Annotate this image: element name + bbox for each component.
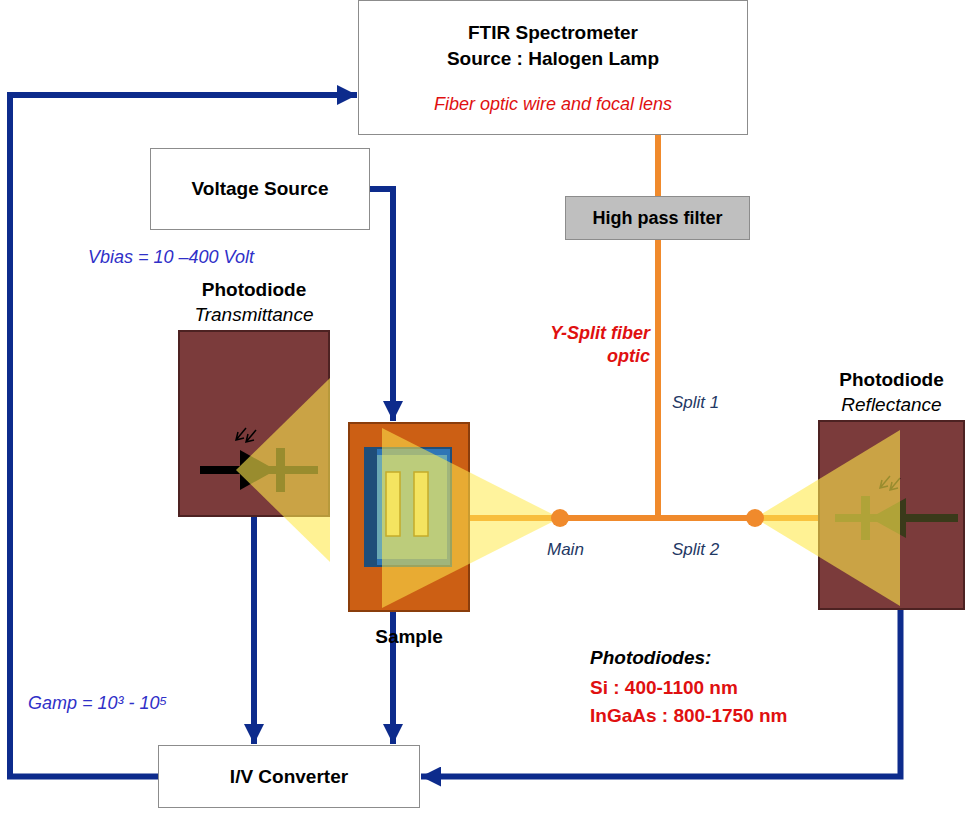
substrate (365, 448, 451, 566)
diode-symbol (200, 428, 318, 492)
node-content: FTIR SpectrometerSource : Halogen LampFi… (359, 1, 747, 134)
light-cone (755, 430, 900, 606)
optical-fiber (658, 240, 818, 518)
legend-heading: Photodiodes: (590, 647, 711, 669)
diode-lead (835, 514, 958, 522)
signal-wire (421, 610, 901, 777)
converter-box: I/V Converter (158, 745, 420, 808)
diode-symbol (835, 476, 958, 540)
node-text: Reflectance (839, 392, 943, 418)
node-heading: PhotodiodeTransmittance (195, 277, 314, 328)
light-cone (382, 428, 560, 608)
fiber-label: Y-Split fiber optic (536, 322, 652, 369)
node-content: I/V Converter (159, 746, 419, 807)
node-text: Fiber optic wire and focal lens (434, 94, 672, 115)
diode-bar (276, 448, 285, 492)
substrate-edge (365, 448, 377, 566)
filter-box: High pass filter (565, 196, 750, 240)
node-content: High pass filter (566, 197, 749, 239)
range-label: Si : 400-1100 nm (590, 677, 738, 699)
range-label: InGaAs : 800-1750 nm (590, 705, 787, 727)
optical-fiber (470, 240, 658, 518)
bias-label: Vbias = 10 –400 Volt (88, 247, 254, 268)
electrode (414, 472, 428, 536)
node-text: Photodiode (839, 367, 943, 393)
port-label: Split 2 (672, 540, 719, 560)
fiber-end (551, 509, 569, 527)
port-label: Split 1 (672, 393, 719, 413)
node-text: High pass filter (592, 208, 722, 229)
node-text: Sample (375, 624, 443, 650)
node-text: Transmittance (195, 302, 314, 328)
node-text: FTIR Spectrometer (468, 20, 638, 46)
node-text: Photodiode (195, 277, 314, 303)
light-arrows (236, 428, 256, 442)
sample-holder: Sample (348, 422, 470, 612)
node-heading: PhotodiodeReflectance (839, 367, 943, 418)
node-content: Voltage Source (151, 149, 369, 229)
signal-wire (251, 517, 257, 744)
light-arrows (880, 476, 900, 490)
light-cone (236, 378, 330, 562)
photodiode-box: PhotodiodeTransmittance (178, 330, 330, 517)
source-box: Voltage Source (150, 148, 370, 230)
sample-chip (365, 448, 451, 566)
diode-triangle (240, 450, 276, 490)
node-text: Source : Halogen Lamp (447, 46, 659, 72)
diode-lead (200, 466, 318, 474)
node-heading: Sample (375, 624, 443, 650)
signal-wire (370, 189, 393, 421)
diode-triangle (870, 498, 906, 538)
film (377, 455, 447, 559)
port-label: Main (547, 540, 584, 560)
gain-label: Gamp = 10³ - 10⁵ (28, 693, 167, 714)
diode-bar (861, 496, 870, 540)
fiber-end (746, 509, 764, 527)
node-text: I/V Converter (230, 764, 348, 790)
spectrometer-box: FTIR SpectrometerSource : Halogen LampFi… (358, 0, 748, 135)
node-text: Voltage Source (192, 176, 329, 202)
photodiode-box: PhotodiodeReflectance (818, 420, 965, 610)
electrode (386, 472, 400, 536)
optical-fiber (655, 135, 661, 196)
